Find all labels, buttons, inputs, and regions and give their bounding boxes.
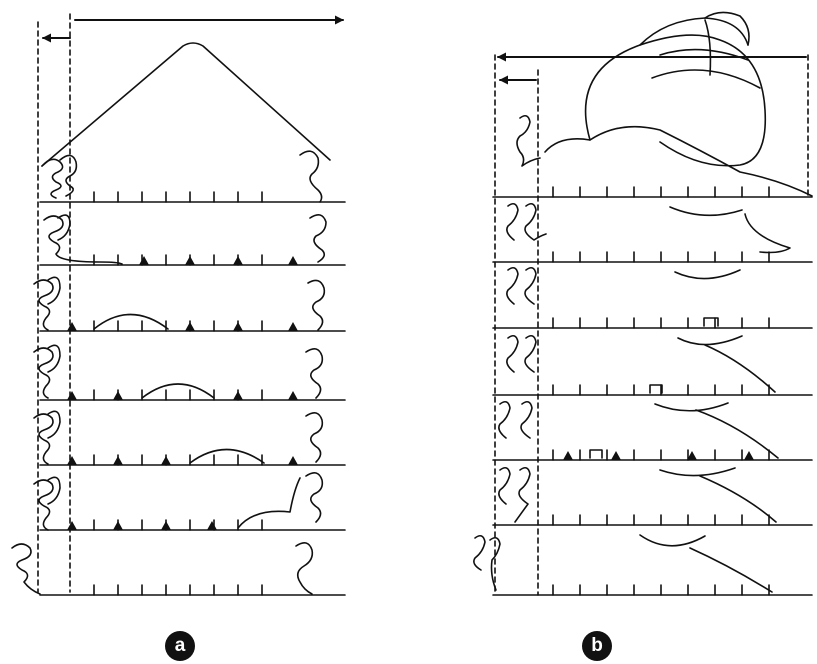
foot-contact-marker xyxy=(139,256,149,265)
panel-a-right-squiggle-2 xyxy=(309,214,327,263)
panel-a-frame-4 xyxy=(33,344,346,401)
panel-a-arc-4 xyxy=(141,383,215,399)
foot-contact-marker xyxy=(113,391,123,400)
foot-contact-marker xyxy=(185,256,195,265)
panel-b xyxy=(473,11,813,596)
panel-a-foot-wave-1 xyxy=(41,158,64,199)
foot-contact-marker xyxy=(288,456,298,465)
foot-contact-marker xyxy=(67,322,77,331)
foot-contact-marker xyxy=(563,451,573,460)
panel-a-right-squiggle-1 xyxy=(299,150,323,203)
snail-shell xyxy=(584,34,767,167)
panel-b-frame-1 xyxy=(492,114,813,198)
panel-a-right-squiggle-3 xyxy=(307,279,326,331)
foot-contact-marker xyxy=(687,451,697,460)
foot-contact-marker xyxy=(288,391,298,400)
foot-contact-marker xyxy=(288,322,298,331)
panel-a-arc-6 xyxy=(237,477,301,529)
panel-b-frame-5 xyxy=(492,400,813,461)
panel-b-frame-2 xyxy=(492,202,813,263)
panel-a-foot-markers xyxy=(67,256,298,530)
snail-body xyxy=(544,125,813,197)
foot-contact-marker xyxy=(161,456,171,465)
panel-a-frame-7 xyxy=(11,542,346,596)
panel-b-frame-6 xyxy=(492,466,813,526)
foot-contact-marker xyxy=(113,456,123,465)
panel-a-label: a xyxy=(165,631,195,661)
panel-a-frame-6 xyxy=(33,472,346,531)
foot-contact-marker xyxy=(207,521,217,530)
foot-contact-marker xyxy=(233,391,243,400)
foot-contact-marker xyxy=(161,521,171,530)
foot-contact-marker xyxy=(233,322,243,331)
foot-contact-marker xyxy=(113,521,123,530)
panel-a-frame-1 xyxy=(39,150,346,203)
panel-a-arc-3 xyxy=(93,313,169,330)
panel-a-right-squiggle-4 xyxy=(305,348,324,399)
foot-contact-marker xyxy=(611,451,621,460)
panel-b-frame-7 xyxy=(473,534,813,596)
foot-contact-marker xyxy=(67,521,77,530)
foot-contact-marker xyxy=(288,256,298,265)
foot-contact-marker xyxy=(67,391,77,400)
panel-a-right-squiggle-6 xyxy=(305,472,324,523)
panel-b-frame-3 xyxy=(492,266,813,329)
panel-a-frame-2 xyxy=(39,214,346,266)
panel-a-right-squiggle-7 xyxy=(295,542,314,595)
panel-a-right-squiggle-5 xyxy=(305,412,324,463)
panel-a-frame-5 xyxy=(33,410,346,466)
panel-b-foot-markers xyxy=(563,451,754,460)
panel-a-cone-outline xyxy=(41,42,331,167)
panel-b-label: b xyxy=(582,631,612,661)
foot-contact-marker xyxy=(67,456,77,465)
foot-contact-marker xyxy=(744,451,754,460)
foot-contact-marker xyxy=(233,256,243,265)
panel-b-frame-4 xyxy=(492,334,813,396)
panel-b-foot-wave-1 xyxy=(516,114,541,167)
panel-a-arc-5 xyxy=(189,448,265,464)
snail-drawing xyxy=(544,11,813,197)
foot-contact-marker xyxy=(185,322,195,331)
panel-a xyxy=(11,13,346,596)
